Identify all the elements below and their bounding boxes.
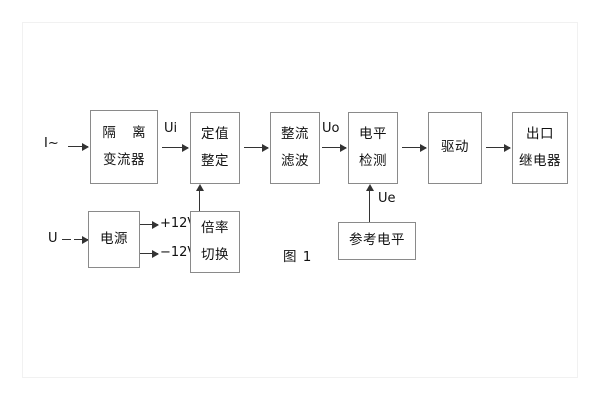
block-isolation-ct-line2: 变流器 [103, 151, 145, 168]
block-rectify-filter-line2: 滤波 [281, 152, 309, 169]
uo-signal-label: Uo [322, 121, 340, 136]
block-setting-value: 定值 整定 [190, 112, 240, 184]
block-setting-value-line2: 整定 [201, 152, 229, 169]
current-input-label: I~ [44, 136, 59, 151]
arrow-rectify-to-level [322, 143, 347, 152]
block-setting-value-line1: 定值 [201, 126, 229, 142]
block-level-detect-line1: 电平 [359, 126, 387, 142]
arrow-current-input-to-isolation [68, 142, 89, 151]
arrow-level-to-drive [402, 143, 427, 152]
arrow-drive-to-output [486, 143, 511, 152]
arrow-isolation-to-setting [162, 143, 189, 152]
block-power-supply: 电源 [88, 211, 140, 268]
ui-signal-label: Ui [164, 121, 178, 136]
figure-caption: 图 1 [283, 249, 313, 265]
figure-frame [22, 22, 578, 378]
block-level-detect: 电平 检测 [348, 112, 398, 184]
block-power-supply-line1: 电源 [100, 230, 128, 247]
ue-signal-label: Ue [378, 191, 396, 206]
block-multiplier-switch: 倍率 切换 [190, 211, 240, 273]
block-output-relay: 出口 继电器 [512, 112, 568, 184]
block-multiplier-switch-line2: 切换 [201, 246, 229, 263]
block-isolation-ct-line1: 隔 离 [102, 125, 152, 141]
block-output-relay-line2: 继电器 [519, 152, 561, 169]
block-multiplier-switch-line1: 倍率 [201, 220, 229, 236]
voltage-input-lead-line [62, 239, 71, 240]
positive-rail-label: +12V [160, 216, 197, 231]
block-reference-level-line1: 参考电平 [349, 232, 405, 249]
block-reference-level: 参考电平 [338, 222, 416, 260]
arrow-power-negative-rail [140, 249, 159, 258]
block-rectify-filter-line1: 整流 [281, 126, 309, 142]
block-drive-line1: 驱动 [441, 139, 469, 156]
negative-rail-label: −12V [160, 245, 197, 260]
block-isolation-ct: 隔 离 变流器 [90, 110, 158, 184]
block-output-relay-line1: 出口 [526, 126, 554, 142]
arrow-voltage-input-to-power [74, 235, 89, 244]
arrow-reference-to-level-detect [365, 184, 374, 222]
block-level-detect-line2: 检测 [359, 152, 387, 169]
arrow-multiplier-to-setting [195, 184, 204, 211]
arrow-power-positive-rail [140, 220, 159, 229]
block-rectify-filter: 整流 滤波 [270, 112, 320, 184]
voltage-input-label: U [48, 231, 58, 246]
arrow-setting-to-rectify [244, 143, 269, 152]
block-drive: 驱动 [428, 112, 482, 184]
